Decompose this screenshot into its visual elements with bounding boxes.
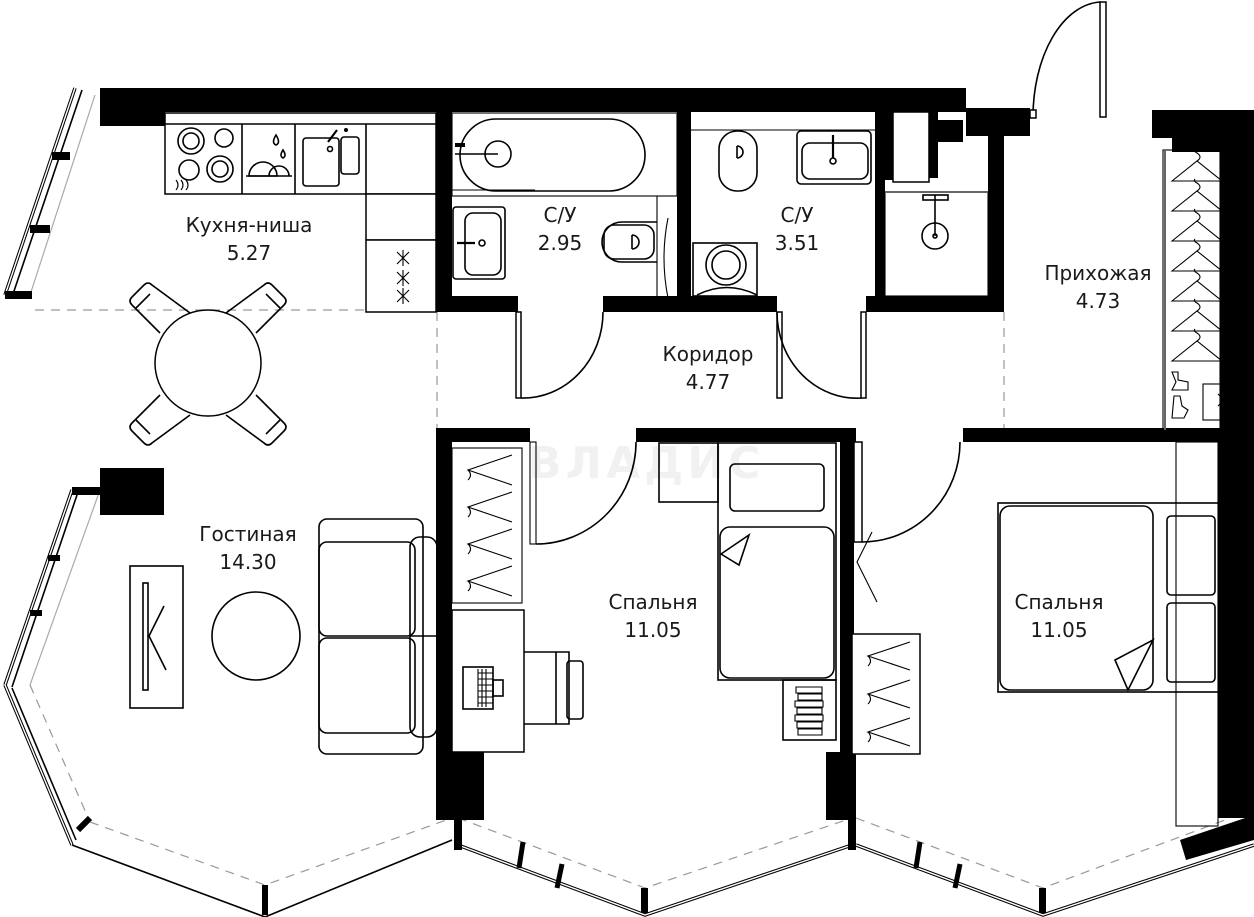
room-label-bedroom1: Спальня 11.05: [609, 588, 698, 644]
hall-wardrobe: [1162, 149, 1221, 431]
dishwasher-icon: [246, 133, 292, 177]
window-left-upper: [3, 87, 96, 299]
room-area: 5.27: [226, 241, 272, 265]
room-area: 11.05: [624, 618, 682, 642]
room-name: Прихожая: [1044, 261, 1152, 285]
door-swing-icon-3: [535, 441, 637, 545]
desk-icon: [462, 666, 504, 710]
chair-icon: [129, 282, 287, 446]
bedroom1-wardrobe: [451, 441, 537, 753]
room-area: 3.51: [774, 231, 820, 255]
window-bottom-bedroom1: [454, 815, 856, 917]
washing-machine-icon: [692, 242, 758, 297]
stove-icon: [175, 127, 234, 191]
wardrobe-hanger-icon-2: [466, 454, 513, 597]
shoes-icon: [1171, 371, 1225, 421]
entrance-door[interactable]: [1029, 1, 1107, 119]
dining-table-icon: [154, 309, 262, 417]
wardrobe-hanger-icon-3: [866, 641, 911, 747]
single-bed-icon: [658, 442, 837, 681]
shower-icon: [884, 111, 989, 297]
walls: [100, 88, 1254, 820]
room-name: Спальня: [608, 590, 698, 614]
room-area: 4.77: [685, 370, 731, 394]
washbasin-icon: [452, 206, 506, 280]
room-label-kitchen: Кухня-ниша 5.27: [186, 211, 313, 267]
door-swing-icon-4: [853, 441, 961, 603]
room-name: Кухня-ниша: [185, 213, 313, 237]
window-bottom-living: [71, 817, 453, 917]
bathtub-icon: [451, 112, 678, 197]
room-area: 11.05: [1030, 618, 1088, 642]
kitchen-counter: [164, 112, 437, 313]
kitchen-sink-icon: [302, 128, 360, 187]
room-area: 14.30: [219, 550, 277, 574]
window-left-lower: [3, 487, 102, 846]
sofa-icon: [318, 518, 438, 755]
window-bottom-bedroom2: [855, 815, 1254, 917]
toilet-icon-2: [691, 129, 875, 192]
door-swing-icon-2: [776, 311, 867, 399]
room-label-living: Гостиная 14.30: [199, 520, 296, 576]
room-label-bath1: С/У 2.95: [538, 201, 583, 257]
bookshelf-icon: [782, 679, 837, 741]
bedroom2-wardrobe: [851, 633, 921, 755]
room-name: Гостиная: [199, 522, 297, 546]
room-label-bedroom2: Спальня 11.05: [1015, 588, 1104, 644]
room-label-corridor: Коридор 4.77: [663, 340, 754, 396]
armchair-icon: [524, 651, 584, 725]
double-bed-icon: [997, 441, 1235, 827]
coffee-table-icon: [211, 591, 301, 681]
room-name: С/У: [543, 203, 577, 227]
cooktop-icon: [396, 250, 410, 304]
room-area: 2.95: [537, 231, 583, 255]
toilet-icon: [601, 196, 658, 296]
room-name: Спальня: [1014, 590, 1104, 614]
room-area: 4.73: [1075, 289, 1121, 313]
room-label-hall: Прихожая 4.73: [1044, 259, 1151, 315]
wardrobe-hanger-icon: [1170, 148, 1224, 362]
door-swing-icon: [515, 217, 669, 399]
tv-stand-icon: [129, 565, 184, 709]
room-label-bath2: С/У 3.51: [775, 201, 820, 257]
watermark: ВЛАДИС: [528, 438, 765, 489]
room-name: Коридор: [662, 342, 754, 366]
washbasin-icon-2: [796, 130, 872, 185]
room-name: С/У: [780, 203, 814, 227]
